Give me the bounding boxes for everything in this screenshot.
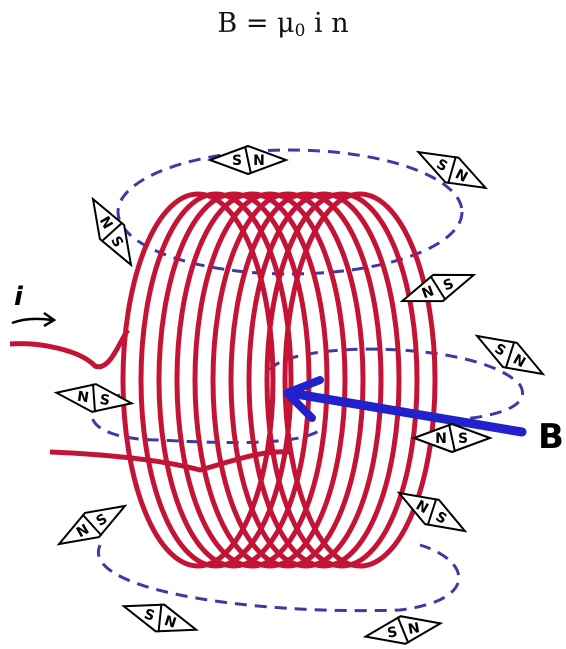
- compass-pole-label: N: [76, 389, 90, 406]
- field-arrow: B: [283, 376, 564, 457]
- compass-pole-label: S: [458, 431, 468, 447]
- coil-loop: [156, 191, 312, 569]
- compass-pole-label: N: [253, 153, 265, 169]
- compass-pole-label: S: [386, 624, 399, 642]
- compass-pole-label: N: [420, 283, 436, 302]
- field-arrow-shaft: [285, 388, 527, 437]
- compass-needle-icon: SN: [474, 334, 546, 376]
- coil-loop: [138, 191, 294, 569]
- compass-pole-label: N: [407, 620, 421, 638]
- compass-pole-label: S: [232, 153, 242, 169]
- field-loop-top: [116, 148, 464, 276]
- lead-wire-top: [9, 328, 131, 370]
- coil-loop: [192, 191, 348, 569]
- current-arrow-icon: [11, 317, 53, 325]
- coil-leads: [9, 328, 291, 473]
- field-label: B: [538, 417, 564, 457]
- coil-loop: [282, 191, 438, 569]
- field-equation: B = μ0 i n: [217, 8, 349, 41]
- compass-pole-label: S: [142, 606, 157, 624]
- coil-loop: [246, 191, 402, 569]
- coil-loop: [264, 191, 420, 569]
- compass-pole-label: N: [162, 613, 178, 632]
- lead-wire-bottom: [49, 449, 291, 473]
- compass-pole-label: S: [99, 392, 111, 409]
- current-indicator: i: [11, 282, 57, 328]
- compass-pole-label: N: [435, 431, 447, 447]
- field-loop-bottom: [96, 543, 461, 613]
- current-label: i: [14, 282, 24, 312]
- coil-loop: [228, 191, 384, 569]
- compass-needle-icon: SN: [415, 150, 489, 190]
- compass-needle-icon: NS: [91, 196, 133, 268]
- coil-loop: [210, 191, 366, 569]
- solenoid-coil: [120, 191, 438, 569]
- field-arrow-head-icon: [283, 376, 324, 422]
- compass-needle-icon: NS: [56, 504, 128, 546]
- compass-needle-icon: NS: [396, 491, 468, 533]
- field-loop-middle: [268, 347, 524, 422]
- coil-loop: [120, 191, 276, 569]
- coil-loop: [174, 191, 330, 569]
